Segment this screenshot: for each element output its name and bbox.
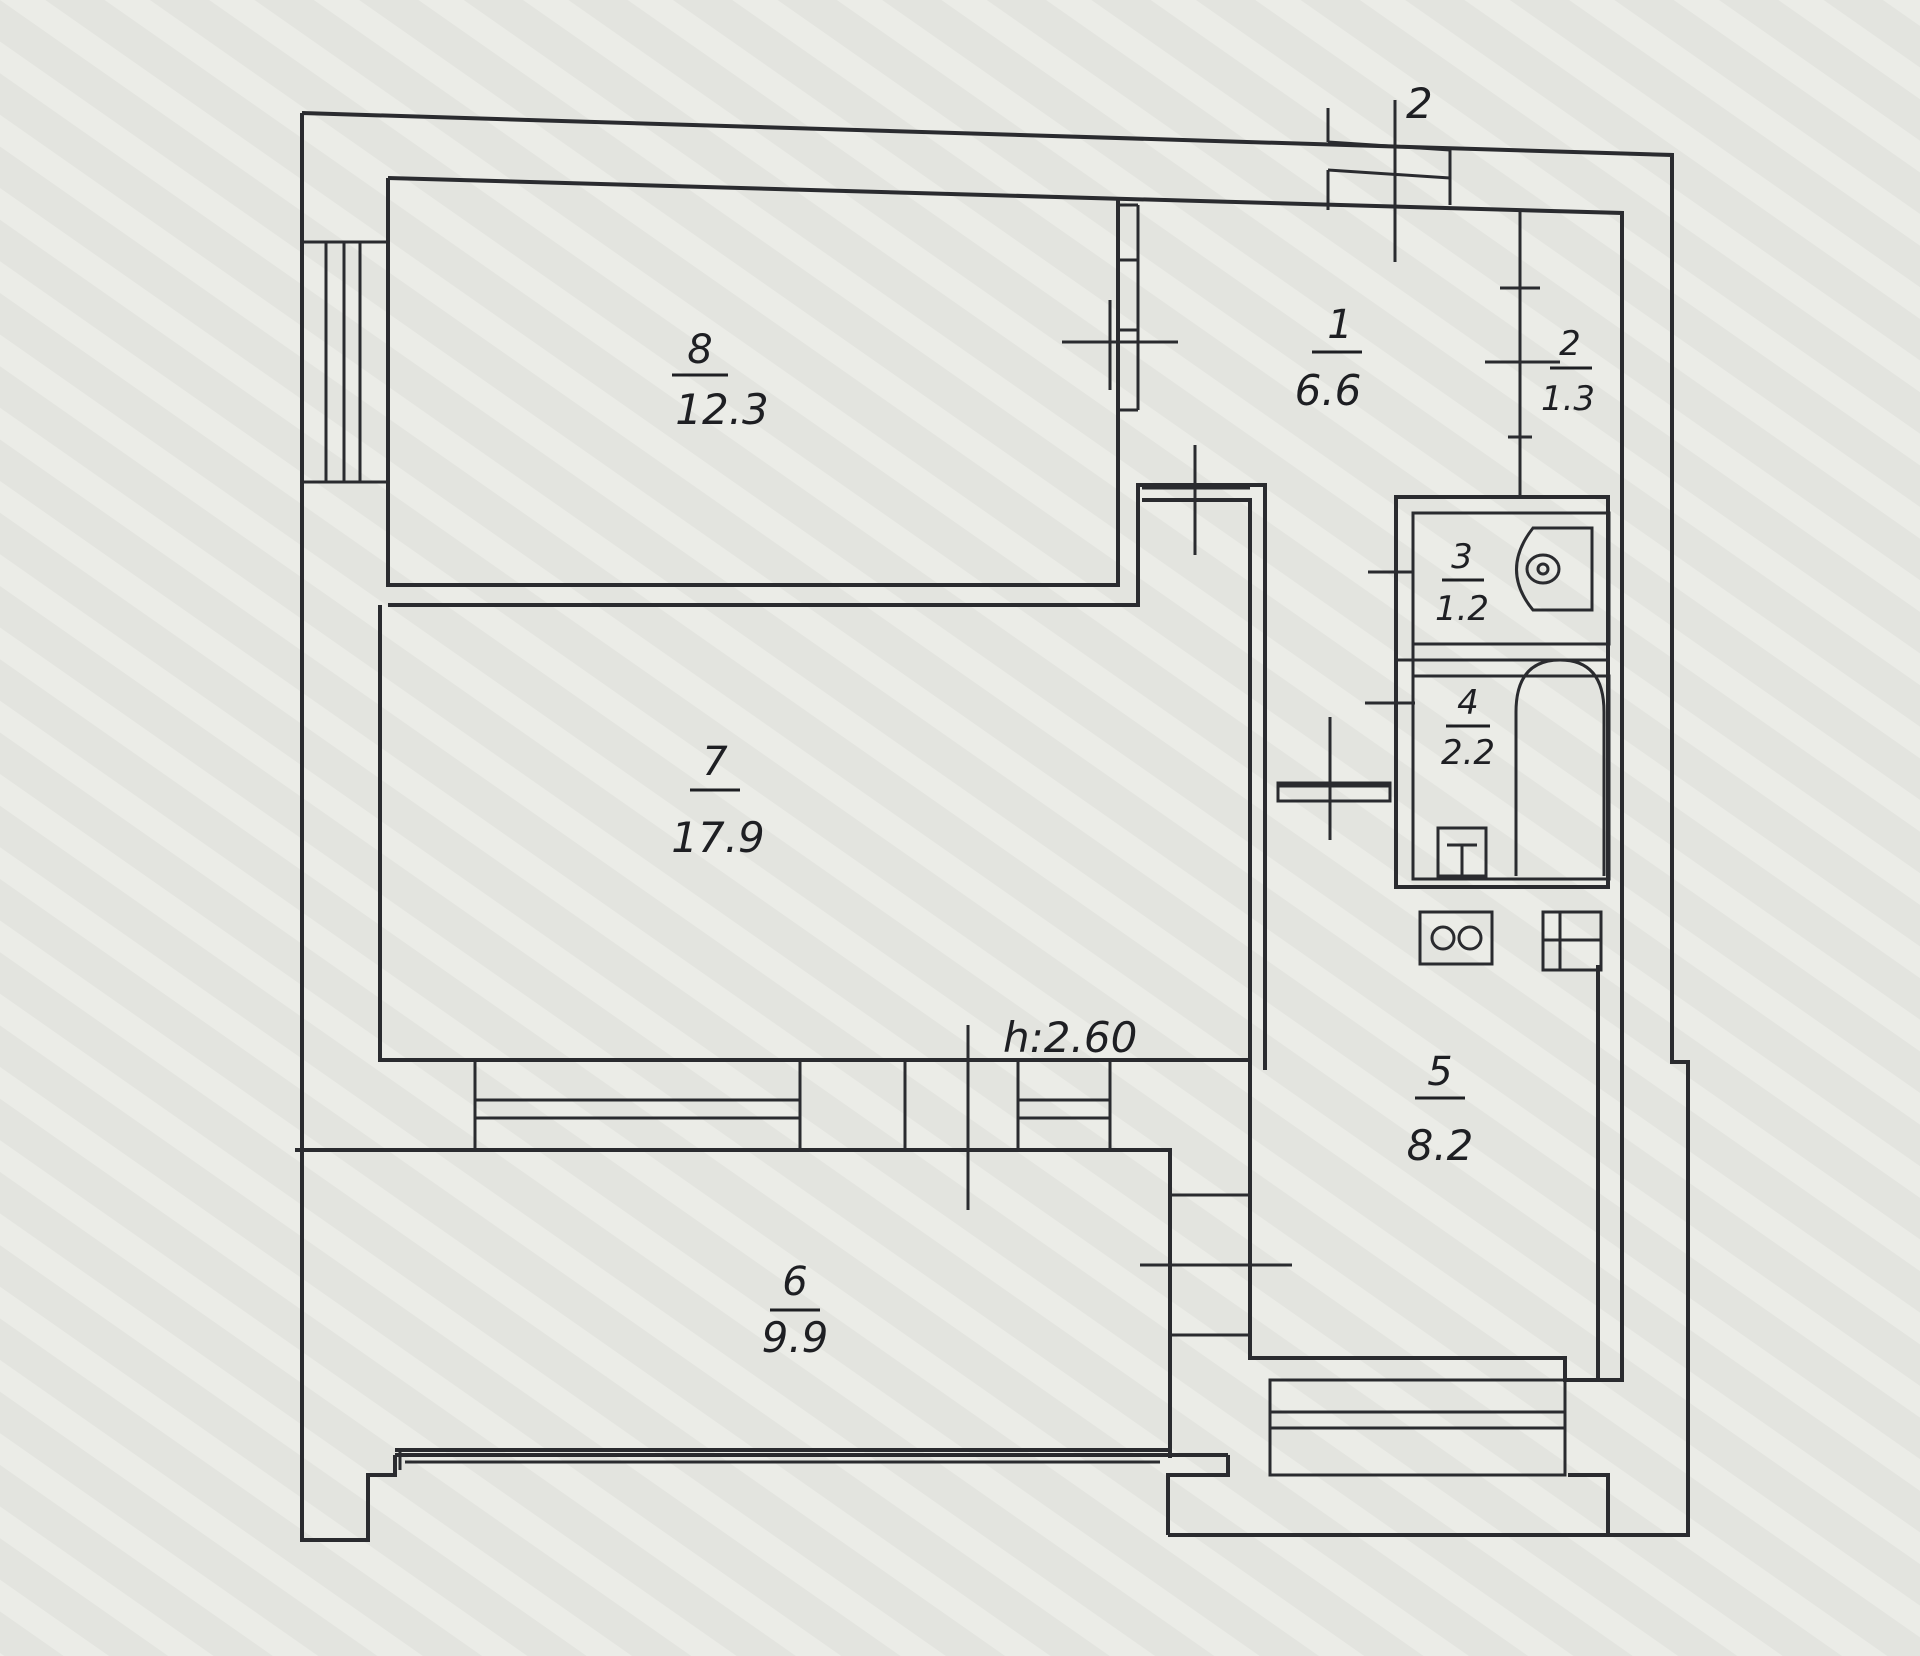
- room-6-label: 6 9.9: [762, 1259, 829, 1362]
- room-5-area: 8.2: [1407, 1121, 1474, 1170]
- room-3-number: 3: [1451, 537, 1473, 577]
- room-8-label: 8 12.3: [672, 327, 769, 434]
- kitchen-sink-fixture: [1541, 910, 1603, 972]
- section-mark: [1326, 100, 1452, 262]
- stove-fixture: [1418, 910, 1494, 966]
- room-5-label: 5 8.2: [1407, 1049, 1474, 1170]
- room-1-number: 1: [1327, 302, 1352, 348]
- room-4-area: 2.2: [1441, 733, 1495, 773]
- bathtub-fixture: [1514, 658, 1606, 876]
- room-7-label: 7 17.9: [671, 739, 765, 862]
- sink-fixture: [1515, 526, 1594, 612]
- kitchen-window: [1268, 1378, 1567, 1477]
- balcony-door: [1140, 1193, 1292, 1337]
- section-mark-label: 2: [1406, 79, 1433, 128]
- outer-wall-bottom: [395, 1453, 1608, 1537]
- room-2-label: 2 1.3: [1541, 324, 1595, 419]
- room-5-number: 5: [1427, 1049, 1452, 1095]
- room-7-door: [1142, 445, 1250, 555]
- outer-wall: [300, 111, 1690, 1542]
- ceiling-height-label: h:2.60: [1003, 1013, 1137, 1062]
- room-1-area: 6.6: [1295, 366, 1362, 415]
- room-4-number: 4: [1457, 683, 1479, 723]
- room-1-label: 1 6.6: [1295, 302, 1362, 415]
- room-2-number: 2: [1559, 324, 1581, 364]
- room-2-area: 1.3: [1541, 379, 1595, 419]
- room-3-area: 1.2: [1435, 589, 1489, 629]
- room-3-label: 3 1.2: [1435, 537, 1489, 629]
- room-5-walls: [1248, 965, 1600, 1382]
- room-4-label: 4 2.2: [1441, 683, 1495, 773]
- room-7-area: 17.9: [671, 813, 765, 862]
- room-8-number: 8: [687, 327, 712, 373]
- balcony-rail: [398, 1448, 1160, 1470]
- room-8-door: [1062, 203, 1178, 412]
- room-7-number: 7: [702, 739, 728, 785]
- room-8-walls: [386, 178, 1267, 1070]
- room-6-area: 9.9: [762, 1313, 829, 1362]
- bathroom-doors: [1276, 570, 1415, 840]
- room-6-number: 6: [782, 1259, 807, 1305]
- window-left: [302, 240, 388, 484]
- room-2-partition: [1485, 212, 1560, 495]
- toilet-fixture: [1436, 826, 1488, 878]
- room-8-area: 12.3: [675, 385, 769, 434]
